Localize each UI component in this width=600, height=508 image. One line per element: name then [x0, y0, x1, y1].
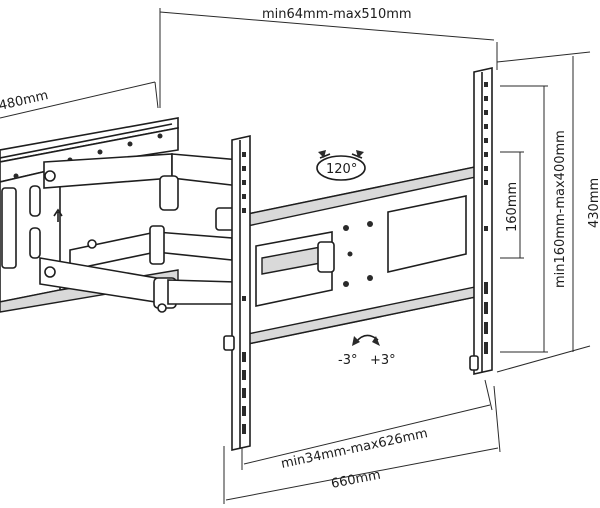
vertical-hole-pattern-label: min160mm-max400mm	[553, 130, 568, 288]
tv-bracket-plate	[237, 165, 481, 347]
dim-plate-height: 430mm	[496, 51, 600, 373]
dim-wall-plate: 480mm	[0, 81, 159, 119]
tilt-plus-label: +3°	[370, 353, 396, 368]
rotation-indicator: 120°	[316, 150, 366, 181]
dim-vertical-holes: min160mm-max400mm	[500, 85, 568, 353]
dim-arm-extension: min64mm-max510mm	[159, 7, 498, 108]
small-vertical-label: 160mm	[505, 182, 520, 232]
left-tv-rail	[223, 135, 251, 451]
arm-extension-label: min64mm-max510mm	[262, 7, 412, 22]
plate-height-label: 430mm	[587, 178, 600, 228]
tilt-indicator: -3° +3°	[338, 334, 396, 368]
articulating-arms	[39, 153, 241, 313]
wall-plate-width-label: 480mm	[0, 88, 50, 114]
total-width-label: 660mm	[330, 468, 382, 492]
dim-horizontal-holes: min34mm-max626mm	[241, 379, 493, 472]
right-tv-rail	[469, 67, 493, 375]
tilt-minus-label: -3°	[338, 353, 357, 368]
rotation-label: 120°	[326, 162, 357, 177]
dim-small-vertical: 160mm	[500, 151, 524, 259]
